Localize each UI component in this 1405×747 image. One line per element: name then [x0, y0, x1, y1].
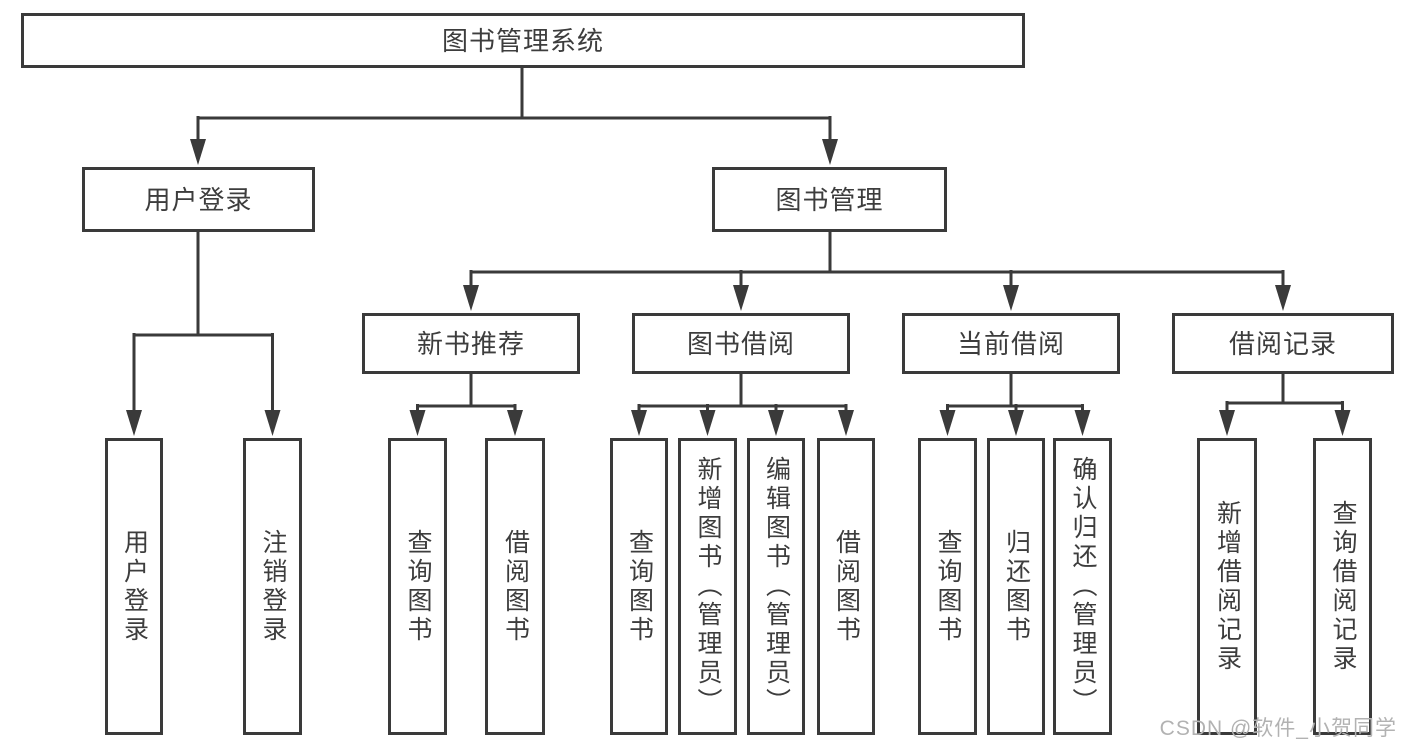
leaf-confirm-return-admin-label: 确认归还（管理员）	[1069, 456, 1097, 717]
node-book-management-label: 图书管理	[775, 184, 884, 215]
node-book-borrow-label: 图书借阅	[686, 328, 795, 359]
leaf-query-borrow-record: 查询借阅记录	[1313, 438, 1372, 735]
leaf-return-books-label: 归还图书	[1002, 528, 1031, 645]
connector-root-to-level1	[190, 66, 838, 165]
leaf-query-books-newbook-label: 查询图书	[404, 528, 432, 645]
node-new-book-recommend: 新书推荐	[362, 313, 580, 374]
leaf-edit-books-admin: 编辑图书（管理员）	[747, 438, 805, 735]
leaf-logout-login-label: 注销登录	[259, 528, 287, 645]
node-root: 图书管理系统	[21, 13, 1025, 68]
node-borrow-record-label: 借阅记录	[1228, 328, 1337, 359]
leaf-add-books-admin: 新增图书（管理员）	[678, 438, 737, 735]
node-book-management: 图书管理	[712, 167, 947, 232]
node-borrow-record: 借阅记录	[1172, 313, 1394, 374]
leaf-borrow-books-newbook-label: 借阅图书	[501, 528, 530, 645]
connector-book-management-to-level2	[463, 230, 1291, 311]
node-new-book-recommend-label: 新书推荐	[416, 328, 525, 359]
leaf-user-login-label: 用户登录	[120, 528, 149, 645]
leaf-edit-books-admin-label: 编辑图书（管理员）	[762, 456, 791, 717]
node-book-borrow: 图书借阅	[632, 313, 850, 374]
connector-current-borrow-to-leaves	[939, 372, 1091, 436]
leaf-borrow-books: 借阅图书	[817, 438, 875, 735]
node-current-borrow: 当前借阅	[902, 313, 1120, 374]
leaf-add-borrow-record: 新增借阅记录	[1197, 438, 1257, 735]
leaf-query-books-current: 查询图书	[918, 438, 977, 735]
connector-user-login-to-leaves	[126, 230, 281, 436]
node-current-borrow-label: 当前借阅	[956, 328, 1065, 359]
leaf-add-borrow-record-label: 新增借阅记录	[1213, 499, 1242, 674]
watermark: CSDN @软件_小贺同学	[1159, 717, 1397, 740]
leaf-query-books-newbook: 查询图书	[388, 438, 447, 735]
leaf-add-books-admin-label: 新增图书（管理员）	[694, 456, 722, 717]
connector-book-borrow-to-leaves	[631, 372, 854, 436]
leaf-query-books-current-label: 查询图书	[934, 528, 962, 645]
leaf-borrow-books-newbook: 借阅图书	[485, 438, 545, 735]
node-root-label: 图书管理系统	[441, 25, 604, 56]
node-user-login: 用户登录	[82, 167, 315, 232]
node-user-login-label: 用户登录	[144, 184, 253, 215]
leaf-borrow-books-label: 借阅图书	[832, 528, 861, 645]
leaf-query-books-borrow: 查询图书	[610, 438, 668, 735]
leaf-query-borrow-record-label: 查询借阅记录	[1329, 499, 1357, 674]
connector-borrow-record-to-leaves	[1219, 372, 1351, 436]
leaf-user-login: 用户登录	[105, 438, 163, 735]
leaf-return-books: 归还图书	[987, 438, 1045, 735]
leaf-logout-login: 注销登录	[243, 438, 302, 735]
connector-new-book-to-leaves	[409, 372, 523, 436]
leaf-query-books-borrow-label: 查询图书	[625, 528, 654, 645]
leaf-confirm-return-admin: 确认归还（管理员）	[1053, 438, 1112, 735]
